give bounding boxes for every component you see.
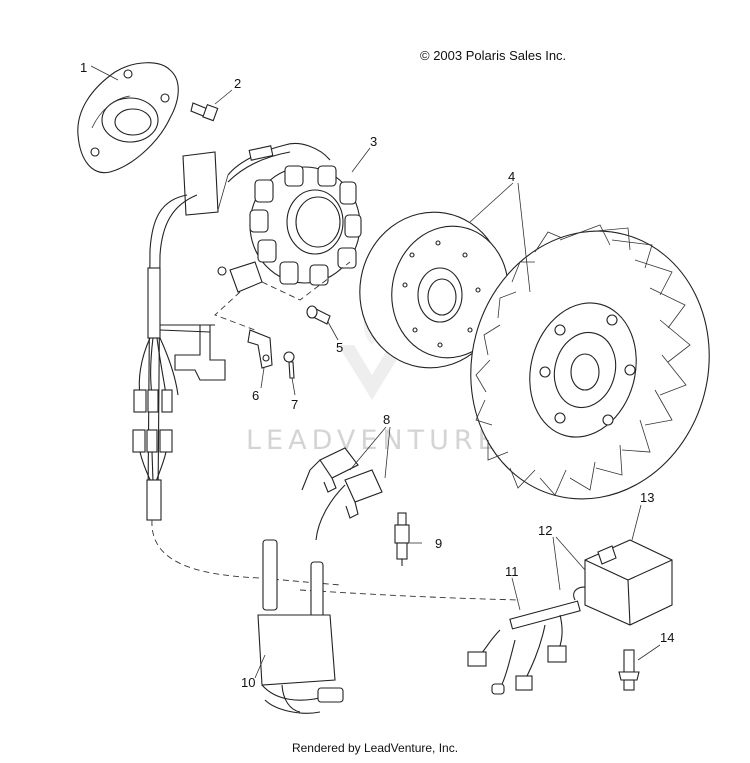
part-5-screw[interactable]: [306, 305, 331, 325]
callout-5: 5: [336, 340, 343, 355]
part-7-screw[interactable]: [283, 351, 295, 379]
watermark-text: LEADVENTURE: [246, 425, 500, 456]
callout-4: 4: [508, 169, 515, 184]
callout-8: 8: [383, 412, 390, 427]
copyright-text: © 2003 Polaris Sales Inc.: [420, 48, 567, 63]
part-4-flywheel-left[interactable]: [348, 201, 519, 380]
part-11-harness[interactable]: [467, 586, 591, 695]
part-9-spark-plug[interactable]: [394, 512, 410, 566]
callout-2: 2: [234, 76, 241, 91]
callout-14: 14: [660, 630, 674, 645]
footer-text: Rendered by LeadVenture, Inc.: [291, 741, 459, 755]
part-1-flange[interactable]: [77, 62, 179, 174]
part-3-stator[interactable]: [249, 165, 362, 286]
wire-harness: [132, 151, 521, 601]
callout-9: 9: [435, 536, 442, 551]
leader-lines: [90, 65, 661, 679]
part-4-flywheel-fan[interactable]: [441, 204, 739, 526]
callout-6: 6: [252, 388, 259, 403]
callout-3: 3: [370, 134, 377, 149]
callout-12: 12: [538, 523, 552, 538]
part-13-regulator[interactable]: [584, 539, 673, 626]
part-10-ignition-coil[interactable]: [257, 539, 344, 714]
callout-11: 11: [505, 564, 519, 579]
part-14-pin[interactable]: [618, 649, 640, 691]
part-6-bracket[interactable]: [247, 329, 273, 369]
callout-1: 1: [80, 60, 87, 75]
callout-labels: 1 2 3 4 5 6 7 8 9 10 11 12 13 14: [80, 60, 674, 690]
pickup-sensor: [214, 261, 351, 331]
callout-7: 7: [291, 397, 298, 412]
part-2-bolt[interactable]: [190, 102, 219, 122]
callout-13: 13: [640, 490, 654, 505]
callout-10: 10: [241, 675, 255, 690]
part-8-spark-plug-caps[interactable]: [301, 447, 383, 541]
stator-lead: [217, 142, 331, 211]
